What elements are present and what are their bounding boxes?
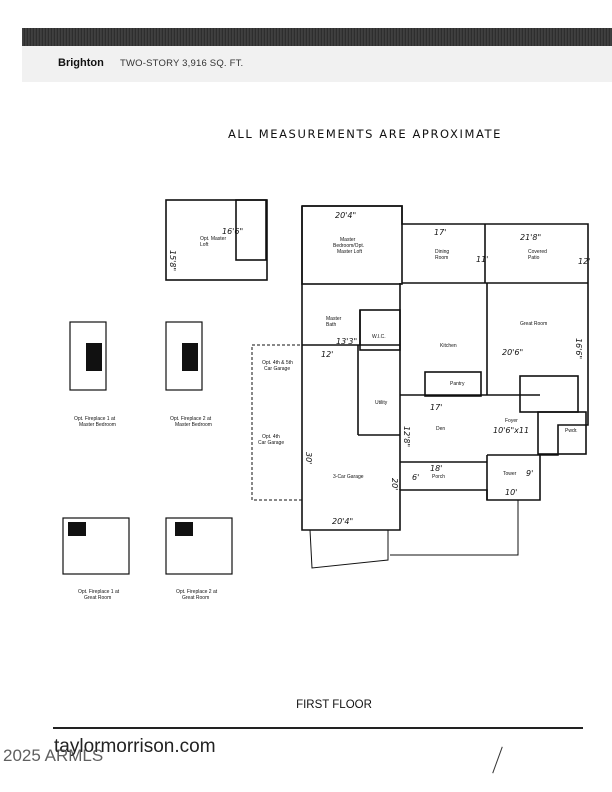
dining-room-label: Dining [435,249,449,255]
header-bar [22,28,612,46]
master-bedroom-label-2: Bedroom/Opt. [333,243,364,249]
great-depth-dim: 16'6" [574,338,583,359]
tower-label: Tower [503,471,517,477]
den-depth-dim: 12'8" [402,426,411,447]
fireplace-1-master-caption-2: Master Bedroom [79,422,116,428]
dining-depth-dim: 11' [476,255,488,264]
tower-width-dim: 10' [505,488,517,497]
opt-master-loft-wall [165,199,268,281]
kitchen-label: Kitchen [440,343,457,349]
bath-width-dim: 13'3" [336,337,357,346]
foyer-label: Foyer [505,418,518,424]
garage-depth-dim: 30' [304,452,313,464]
copyright-watermark: 2025 ARMLS [3,746,104,765]
bath-depth-dim: 12' [321,350,333,359]
den-width-dim: 17' [430,403,442,412]
fireplace-1-great-caption-2: Great Room [84,595,111,601]
den-label: Den [436,426,445,432]
tower-depth-dim: 9' [526,469,533,478]
plan-subtitle: TWO-STORY 3,916 SQ. FT. [120,58,244,69]
floor-caption: FIRST FLOOR [296,699,372,711]
utility-label: Utility [375,400,388,406]
fireplace-2-master-caption-2: Master Bedroom [175,422,212,428]
foyer-dim: 10'6"x11 [493,426,529,435]
great-room-label: Great Room [520,321,547,327]
opt-4-garage-label: Opt. 4th [262,434,280,440]
wic-label: W.I.C. [372,334,386,340]
measurement-note: ALL MEASUREMENTS ARE APROXIMATE [227,127,503,141]
garage-depth-dim-2: 20' [390,478,399,490]
fireplace-2-great-caption: Opt. Fireplace 2 at [176,589,218,595]
opt-4-garage-label-2: Car Garage [258,440,284,446]
master-bath-label: Master [326,316,342,322]
garage-label: 3-Car Garage [333,474,364,480]
dining-room-label-2: Room [435,255,448,261]
loft-width-dim: 16'6" [222,227,243,236]
loft-depth-dim: 15'8" [168,250,177,271]
covered-patio-label-2: Patio [528,255,540,261]
opt-master-loft-label-2: Loft [200,242,209,248]
pantry-label: Pantry [450,381,465,387]
fireplace-2-master-caption: Opt. Fireplace 2 at [170,416,212,422]
fireplace-1-master-caption: Opt. Fireplace 1 at [74,416,116,422]
title-band [22,46,612,82]
footer-rule [53,727,583,729]
master-bedroom-label: Master [340,237,356,243]
garage-width-dim: 20'4" [332,517,353,526]
dining-width-dim: 17' [434,228,446,237]
master-bedroom-label-3: Master Loft [337,249,363,255]
fireplace-2-great-caption-2: Great Room [182,595,209,601]
covered-patio-label: Covered [528,249,547,255]
opt-45-garage-label: Opt. 4th & 5th [262,360,293,366]
porch-depth-dim: 6' [412,473,419,482]
master-width-dim: 20'4" [335,211,356,220]
pwdr-label: Pwdr. [565,428,578,434]
fireplace-1-great-caption: Opt. Fireplace 1 at [78,589,120,595]
porch-label: Porch [432,474,445,480]
opt-45-garage-label-2: Car Garage [264,366,290,372]
opt-master-loft-label: Opt. Master [200,236,226,242]
plan-name: Brighton [58,57,104,69]
master-bath-label-2: Bath [326,322,337,328]
porch-width-dim: 18' [430,464,442,473]
patio-depth-dim: 12' [578,257,590,266]
patio-width-dim: 21'8" [520,233,541,242]
great-width-dim: 20'6" [502,348,523,357]
website-text: taylormorrison.com [54,736,216,757]
master-bedroom-wall [301,205,403,285]
